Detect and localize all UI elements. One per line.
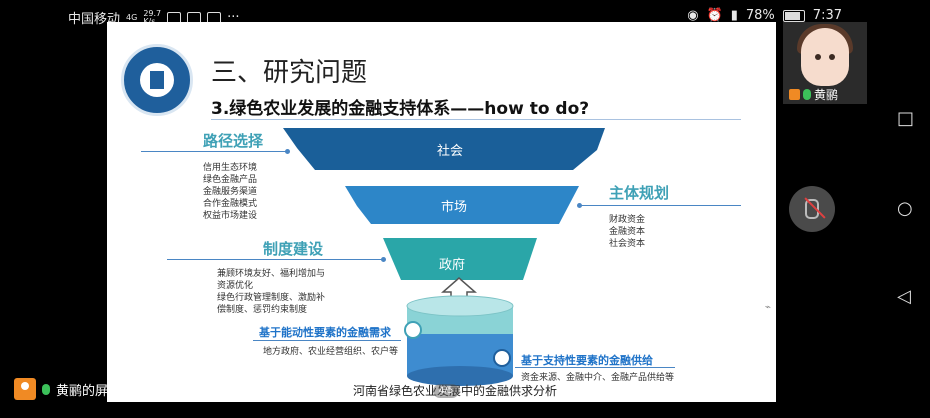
eye-icon: ◉ <box>687 8 699 23</box>
network-type: 4G <box>126 12 138 22</box>
shared-slide: 三、研究问题 3.绿色农业发展的金融支持体系——how to do? 社会 市场… <box>107 22 776 402</box>
funnel-label-government: 政府 <box>439 258 466 273</box>
section-heading-system: 制度建设 <box>263 240 324 258</box>
share-user-icon <box>14 378 36 400</box>
more-icon: ··· <box>227 10 240 25</box>
clock: 7:37 <box>812 8 842 23</box>
list-item: 合作金融模式 <box>203 199 258 209</box>
list-item: 偿制度、惩罚约束制度 <box>217 305 308 315</box>
avatar <box>801 28 849 86</box>
supply-sub: 资金来源、金融中介、金融产品供给等 <box>521 373 675 383</box>
funnel-layer-mid <box>345 186 579 224</box>
cylinder-top <box>406 295 514 317</box>
path-item-list: 信用生态环境 绿色金融产品 金融服务渠道 合作金融模式 权益市场建设 <box>203 162 257 222</box>
section-heading-path: 路径选择 <box>203 132 264 150</box>
share-mic-icon <box>42 383 50 395</box>
vibrate-icon: ▮ <box>730 8 738 23</box>
home-button[interactable]: ○ <box>897 198 913 219</box>
back-button[interactable]: ◁ <box>897 286 911 307</box>
mouse-cursor-icon: ⌁ <box>765 302 772 313</box>
host-icon <box>789 89 800 100</box>
list-item: 绿色行政管理制度、激励补 <box>217 293 326 303</box>
list-item: 金融服务渠道 <box>203 187 258 197</box>
demand-arrow-icon <box>404 321 422 339</box>
network-speed-unit: K/s <box>143 16 156 26</box>
subject-connector-line <box>581 205 741 206</box>
list-item: 财政资金 <box>609 215 646 225</box>
list-item: 兼顾环境友好、福利增加与 <box>217 269 326 279</box>
participant-name: 黄鹂 <box>814 88 839 102</box>
system-connector-dot <box>381 257 386 262</box>
supply-underline <box>515 367 675 368</box>
funnel-layer-top <box>283 128 605 170</box>
battery-percent: 78% <box>745 8 775 23</box>
page-indicator: 4/5 <box>433 384 459 398</box>
recents-button[interactable]: □ <box>897 108 915 129</box>
subject-connector-dot <box>577 203 582 208</box>
list-item: 社会资本 <box>609 239 646 249</box>
funnel-layer-bottom <box>383 238 537 280</box>
list-item: 绿色金融产品 <box>203 175 258 185</box>
path-connector-dot <box>285 149 290 154</box>
funnel-label-society: 社会 <box>437 144 464 159</box>
list-item: 资源优化 <box>217 281 254 291</box>
section-heading-subject: 主体规划 <box>609 184 670 202</box>
subject-item-list: 财政资金 金融资本 社会资本 <box>609 214 645 250</box>
path-connector-line <box>141 151 287 152</box>
funnel-label-market: 市场 <box>441 200 468 215</box>
share-label: 黄鹂的屏幕共享 <box>56 383 148 399</box>
slide-title: 三、研究问题 <box>211 58 368 88</box>
demand-sub: 地方政府、农业经营组织、农户等 <box>263 347 399 357</box>
system-item-list: 兼顾环境友好、福利增加与 资源优化 绿色行政管理制度、激励补 偿制度、惩罚约束制… <box>217 268 325 316</box>
university-logo <box>121 44 193 116</box>
system-connector-line <box>167 259 383 260</box>
participant-video-tile[interactable]: 黄鹂 <box>783 22 867 104</box>
mute-microphone-button[interactable] <box>789 186 835 232</box>
list-item: 权益市场建设 <box>203 211 258 221</box>
mic-muted-icon <box>804 197 826 219</box>
navigation-bar <box>882 0 930 418</box>
battery-icon <box>782 9 805 22</box>
funnel-diagram <box>283 128 605 386</box>
demand-underline <box>253 340 401 341</box>
title-divider <box>211 119 741 120</box>
list-item: 信用生态环境 <box>203 163 258 173</box>
list-item: 金融资本 <box>609 227 646 237</box>
cylinder-bottom <box>407 366 513 386</box>
status-bar: 中国移动 4G 29.7 K/s ··· ◉ ⏰ ▮ 78% 7:37 <box>0 0 882 32</box>
mic-on-icon <box>803 89 811 100</box>
network-speed: 29.7 <box>143 8 162 18</box>
alarm-icon: ⏰ <box>706 8 723 23</box>
screen-share-indicator[interactable]: 黄鹂的屏幕共享 <box>14 378 147 400</box>
supply-label: 基于支持性要素的金融供给 <box>521 354 653 367</box>
demand-label: 基于能动性要素的金融需求 <box>259 326 391 339</box>
slide-caption: 河南省绿色农业发展中的金融供求分析 <box>353 384 558 398</box>
slide-subtitle: 3.绿色农业发展的金融支持体系——how to do? <box>211 99 590 119</box>
supply-arrow-icon <box>493 349 511 367</box>
